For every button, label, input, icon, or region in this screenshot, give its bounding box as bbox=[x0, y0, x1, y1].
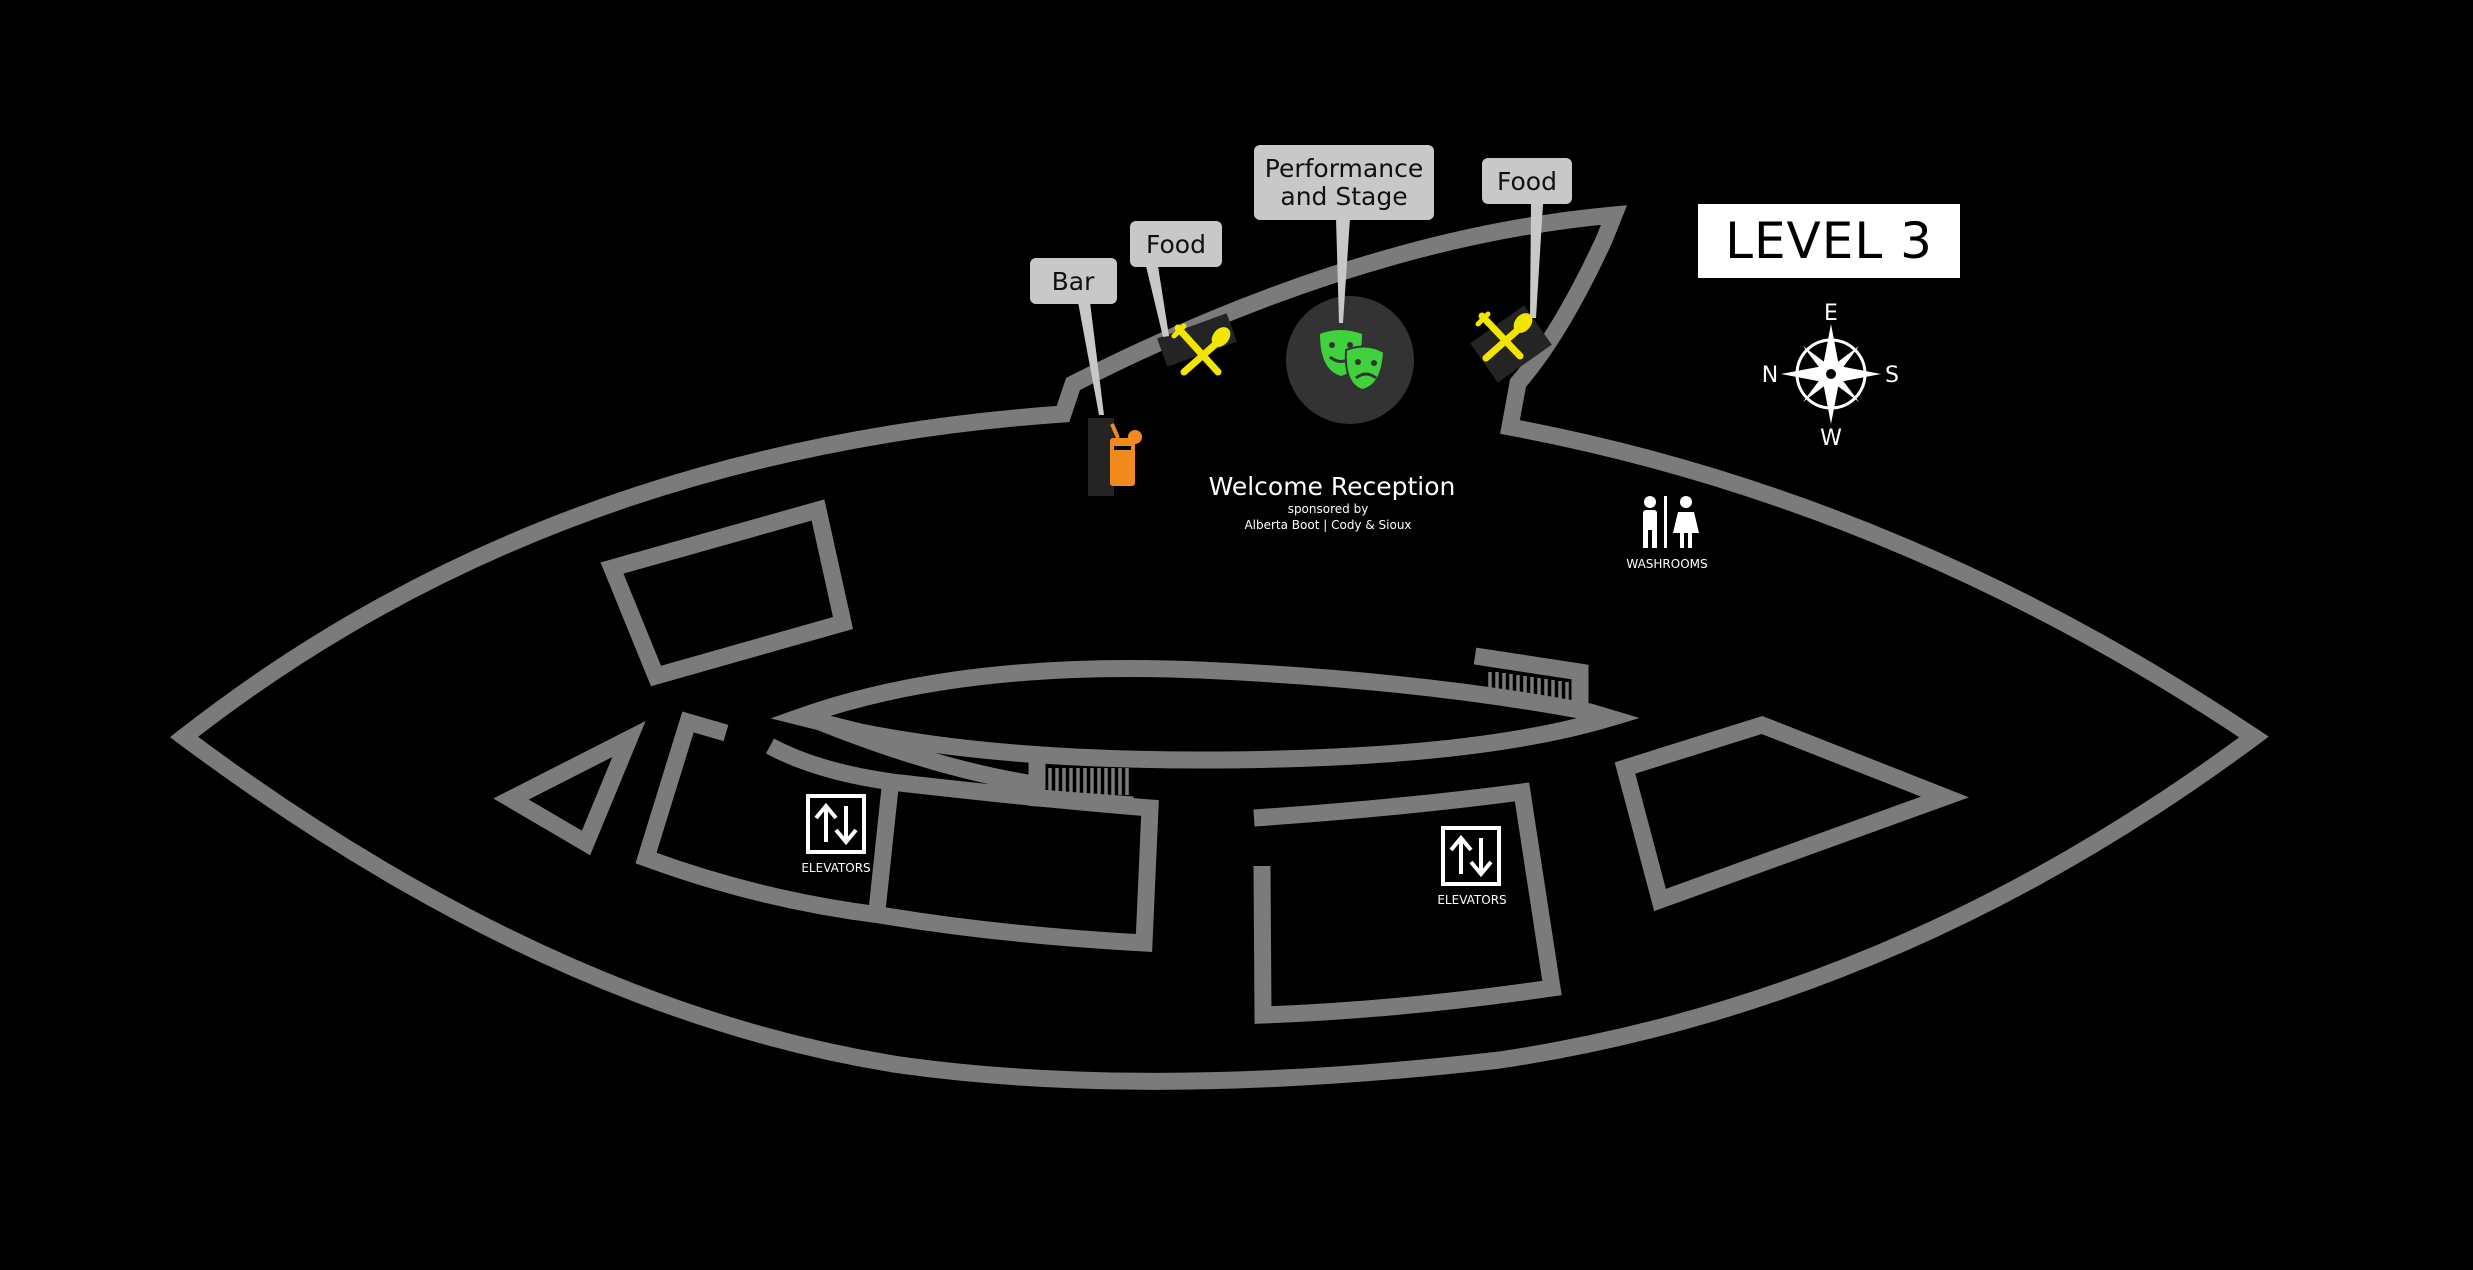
callout-food-left-label: Food bbox=[1146, 230, 1206, 259]
callout-stage: Performance and Stage bbox=[1254, 145, 1434, 220]
washrooms-label: WASHROOMS bbox=[1626, 557, 1707, 571]
compass-right-label: S bbox=[1885, 363, 1899, 388]
elevator-arrows-icon bbox=[1441, 826, 1501, 886]
callout-stage-pointer bbox=[1336, 218, 1350, 323]
room-right-lower bbox=[1253, 782, 1562, 1024]
central-atrium bbox=[770, 660, 1640, 769]
callout-bar-pointer bbox=[1078, 302, 1104, 415]
compass-top-label: E bbox=[1824, 301, 1838, 326]
elevators-right-label: ELEVATORS bbox=[1437, 893, 1506, 907]
level-label: LEVEL 3 bbox=[1725, 212, 1933, 270]
food-counter-left bbox=[1157, 313, 1237, 367]
restroom-icon bbox=[1643, 496, 1699, 548]
callout-food-left-pointer bbox=[1146, 266, 1169, 337]
callout-food-right: Food bbox=[1482, 158, 1572, 204]
grate-right-frame bbox=[1473, 647, 1589, 712]
event-sponsored-by: sponsored by bbox=[1288, 502, 1369, 516]
grate-left-frame bbox=[1028, 748, 1134, 814]
atrium-inner-edge bbox=[816, 714, 1042, 794]
callout-stage-label-line1: Performance bbox=[1265, 154, 1423, 183]
drink-icon bbox=[1110, 423, 1142, 486]
callout-bar-label: Bar bbox=[1052, 267, 1095, 296]
room-upper-left bbox=[600, 499, 854, 687]
room-right-diamond bbox=[1614, 715, 1970, 912]
callout-food-left: Food bbox=[1130, 221, 1222, 267]
room-triangle bbox=[493, 721, 646, 856]
callout-bar: Bar bbox=[1030, 258, 1117, 304]
fork-spoon-icon bbox=[1475, 311, 1533, 362]
compass-bottom-label: W bbox=[1820, 426, 1842, 451]
room-divider-left bbox=[867, 787, 899, 921]
callout-stage-label-line2: and Stage bbox=[1280, 182, 1407, 211]
grate-right bbox=[1488, 672, 1569, 708]
compass-rose-icon bbox=[1781, 324, 1881, 424]
fork-spoon-icon bbox=[1171, 323, 1231, 376]
building-outline bbox=[170, 205, 2269, 1090]
elevator-arrows-icon bbox=[806, 794, 866, 854]
bar-counter bbox=[1088, 418, 1114, 496]
room-left-corridor bbox=[635, 711, 1159, 952]
callout-food-right-pointer bbox=[1530, 204, 1543, 318]
theater-masks-icon bbox=[1320, 330, 1386, 392]
event-title: Welcome Reception bbox=[1209, 472, 1456, 501]
level-badge: LEVEL 3 bbox=[1698, 204, 1960, 278]
callout-food-right-label: Food bbox=[1497, 167, 1557, 196]
grate-left bbox=[1048, 768, 1129, 795]
elevators-left-label: ELEVATORS bbox=[801, 861, 870, 875]
event-sponsors: Alberta Boot | Cody & Sioux bbox=[1244, 518, 1411, 532]
compass-left-label: N bbox=[1762, 363, 1778, 388]
